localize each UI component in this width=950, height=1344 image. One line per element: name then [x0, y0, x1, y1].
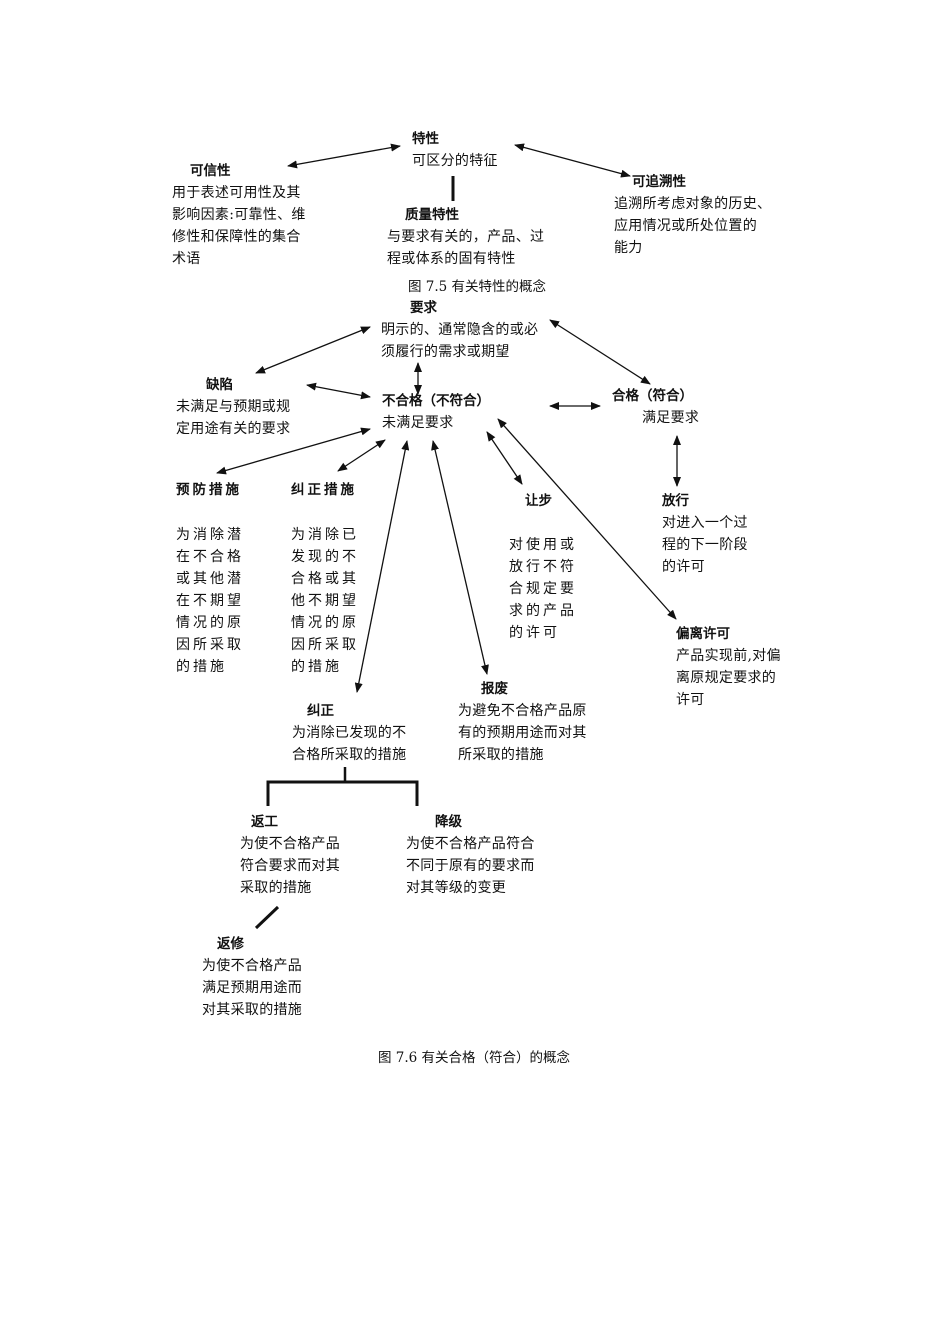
arrow-nonconformity-preventive	[216, 427, 371, 475]
link-rework-repair	[254, 905, 280, 930]
node-traceability-title: 可追溯性	[632, 174, 686, 190]
arrow-requirement-defect	[255, 326, 371, 374]
node-nonconformity-desc: 未满足要求	[382, 415, 454, 431]
node-corrective-action: 纠正措施	[291, 479, 357, 501]
node-nonconformity: 不合格（不符合） 未满足要求	[382, 390, 490, 434]
node-scrap-desc: 为避免不合格产品原 有的预期用途而对其 所采取的措施	[458, 703, 587, 763]
node-correction: 纠正	[307, 700, 334, 722]
arrow-characteristic-traceability	[514, 143, 631, 178]
node-traceability-desc: 追溯所考虑对象的历史、 应用情况或所处位置的 能力	[614, 196, 772, 256]
node-repair: 返修	[217, 933, 244, 955]
arrow-nonconformity-corrective	[337, 439, 386, 472]
node-repair-title: 返修	[217, 936, 244, 952]
node-regrade-desc: 为使不合格产品符合 不同于原有的要求而 对其等级的变更	[406, 836, 535, 896]
arrow-nonconformity-deviation	[497, 418, 677, 620]
node-requirement-title: 要求	[410, 300, 437, 316]
node-requirement-body: 明示的、通常隐含的或必 须履行的需求或期望	[381, 319, 538, 363]
node-conformity-desc: 满足要求	[642, 410, 700, 426]
node-correction-desc: 为消除已发现的不 合格所采取的措施	[292, 725, 407, 763]
node-rework-title: 返工	[251, 814, 278, 830]
node-release-title: 放行	[662, 493, 689, 509]
node-defect-desc: 未满足与预期或规 定用途有关的要求	[176, 399, 291, 437]
node-release: 放行 对进入一个过 程的下一阶段 的许可	[662, 490, 748, 578]
node-release-desc: 对进入一个过 程的下一阶段 的许可	[662, 515, 748, 575]
node-corrective-action-title: 纠正措施	[291, 482, 357, 498]
node-traceability: 可追溯性	[632, 171, 686, 193]
arrow-nonconformity-scrap	[431, 440, 489, 675]
node-requirement: 要求	[410, 297, 437, 319]
node-concession-desc: 对使用或 放行不符 合规定要 求的产品 的许可	[509, 537, 577, 641]
node-dependability-desc: 用于表述可用性及其 影响因素:可靠性、维 修性和保障性的集合 术语	[172, 185, 306, 267]
node-nonconformity-title: 不合格（不符合）	[382, 393, 490, 409]
node-scrap-body: 为避免不合格产品原 有的预期用途而对其 所采取的措施	[458, 700, 587, 766]
node-quality-characteristic-desc: 与要求有关的，产品、过 程或体系的固有特性	[387, 229, 545, 267]
node-characteristic-title: 特性	[412, 131, 439, 147]
node-regrade-body: 为使不合格产品符合 不同于原有的要求而 对其等级的变更	[406, 833, 535, 899]
node-conformity: 合格（符合）	[612, 385, 693, 407]
node-deviation-permit-title: 偏离许可	[676, 626, 730, 642]
node-rework-body: 为使不合格产品 符合要求而对其 采取的措施	[240, 833, 340, 899]
node-deviation-permit: 偏离许可 产品实现前,对偏 离原规定要求的 许可	[676, 623, 781, 711]
node-defect-body: 未满足与预期或规 定用途有关的要求	[176, 396, 290, 440]
node-regrade: 降级	[435, 811, 462, 833]
node-defect: 缺陷	[206, 374, 233, 396]
figure-1-caption: 图 7.5 有关特性的概念	[408, 279, 547, 295]
node-preventive-action: 预防措施	[176, 479, 242, 501]
node-dependability-body: 用于表述可用性及其 影响因素:可靠性、维 修性和保障性的集合 术语	[172, 182, 306, 270]
node-dependability: 可信性	[190, 160, 231, 182]
figure-2-caption: 图 7.6 有关合格（符合）的概念	[378, 1050, 571, 1066]
link-correction-bracket	[266, 780, 419, 806]
node-concession-body: 对使用或 放行不符 合规定要 求的产品 的许可	[509, 534, 577, 644]
node-correction-title: 纠正	[307, 703, 334, 719]
node-corrective-action-desc: 为消除已 发现的不 合格或其 他不期望 情况的原 因所采取 的措施	[291, 527, 359, 675]
node-characteristic-desc: 可区分的特征	[412, 153, 498, 169]
node-traceability-body: 追溯所考虑对象的历史、 应用情况或所处位置的 能力	[614, 193, 771, 259]
node-quality-characteristic: 质量特性	[405, 204, 459, 226]
node-correction-body: 为消除已发现的不 合格所采取的措施	[292, 722, 406, 766]
node-rework-desc: 为使不合格产品 符合要求而对其 采取的措施	[240, 836, 341, 896]
node-concession-title: 让步	[525, 493, 552, 509]
node-characteristic: 特性 可区分的特征	[412, 128, 498, 172]
node-repair-desc: 为使不合格产品 满足预期用途而 对其采取的措施	[202, 958, 303, 1018]
node-preventive-action-body: 为消除潜 在不合格 或其他潜 在不期望 情况的原 因所采取 的措施	[176, 524, 244, 678]
node-quality-characteristic-body: 与要求有关的，产品、过 程或体系的固有特性	[387, 226, 544, 270]
node-conformity-body: 满足要求	[642, 407, 699, 429]
node-defect-title: 缺陷	[206, 377, 233, 393]
node-regrade-title: 降级	[435, 814, 462, 830]
arrow-nonconformity-correction	[354, 440, 410, 693]
node-repair-body: 为使不合格产品 满足预期用途而 对其采取的措施	[202, 955, 302, 1021]
node-scrap-title: 报废	[481, 681, 508, 697]
node-quality-characteristic-title: 质量特性	[405, 207, 459, 223]
arrow-requirement-conformity	[549, 319, 651, 385]
node-corrective-action-body: 为消除已 发现的不 合格或其 他不期望 情况的原 因所采取 的措施	[291, 524, 359, 678]
node-rework: 返工	[251, 811, 278, 833]
arrow-characteristic-dependability	[287, 143, 401, 169]
arrow-defect-nonconformity	[306, 382, 371, 400]
node-preventive-action-title: 预防措施	[176, 482, 242, 498]
node-requirement-desc: 明示的、通常隐含的或必 须履行的需求或期望	[381, 322, 539, 360]
node-deviation-permit-desc: 产品实现前,对偏 离原规定要求的 许可	[676, 648, 781, 708]
node-concession: 让步	[525, 490, 552, 512]
node-scrap: 报废	[481, 678, 508, 700]
node-preventive-action-desc: 为消除潜 在不合格 或其他潜 在不期望 情况的原 因所采取 的措施	[176, 527, 244, 675]
node-dependability-title: 可信性	[190, 163, 231, 179]
node-conformity-title: 合格（符合）	[612, 388, 693, 404]
